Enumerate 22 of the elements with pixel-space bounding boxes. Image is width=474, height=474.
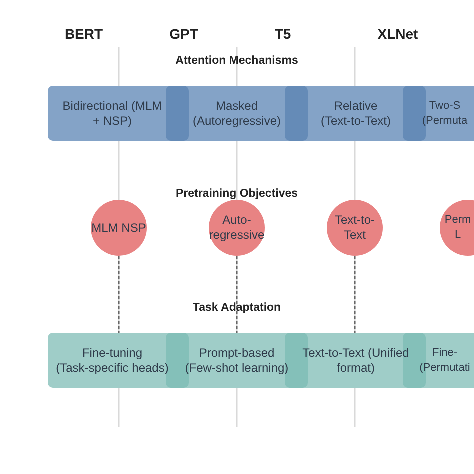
- node-text: MLM NSP: [91, 220, 147, 236]
- node-text: Text-to-Text (Unified format): [302, 346, 410, 376]
- node-text: Auto- regressive: [209, 213, 265, 243]
- section-heading: Attention Mechanisms: [176, 55, 298, 67]
- section-heading: Pretraining Objectives: [176, 188, 298, 200]
- column-heading: T5: [274, 26, 292, 42]
- node-text: Text-to- Text: [334, 213, 376, 243]
- node-text: Prompt-based (Few-shot learning): [184, 346, 290, 376]
- dashed-connector: [354, 256, 356, 333]
- dashed-connector: [118, 256, 120, 333]
- dashed-connector: [236, 256, 238, 333]
- column-heading: GPT: [170, 26, 198, 42]
- node-text: Bidirectional (MLM + NSP): [62, 98, 162, 128]
- node-text: Relative (Text-to-Text): [320, 98, 392, 128]
- column-heading: XLNet: [378, 26, 418, 42]
- section-heading: Task Adaptation: [192, 302, 282, 314]
- column-heading: BERT: [64, 26, 104, 42]
- node-text: Fine- (Permutati: [418, 346, 472, 376]
- node-text: Two-S (Permuta: [421, 98, 469, 128]
- node-text: Masked (Autoregressive): [192, 98, 282, 128]
- node-text: Perm L: [444, 213, 472, 243]
- node-text: Fine-tuning (Task-specific heads): [55, 346, 170, 376]
